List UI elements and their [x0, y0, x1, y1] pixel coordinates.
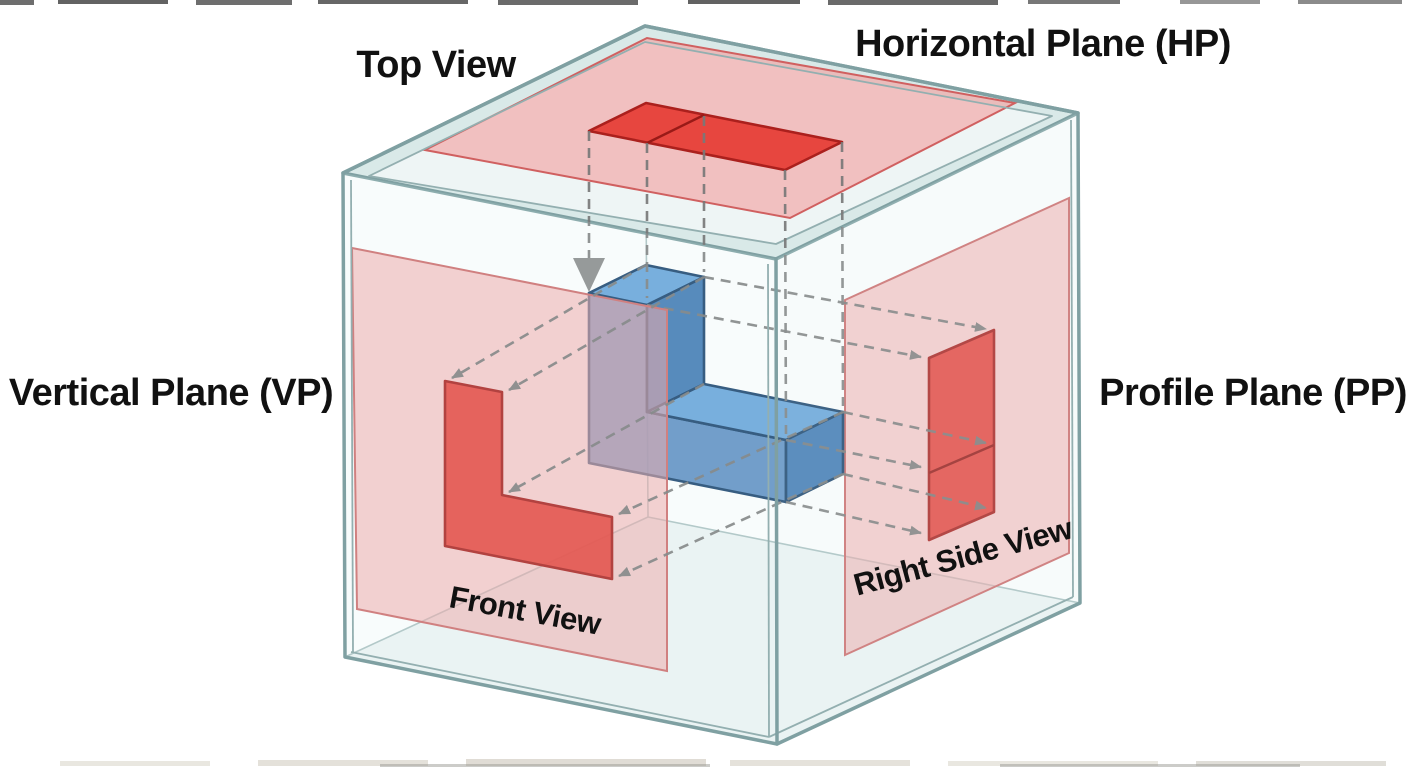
down-arrow-head: [573, 258, 605, 292]
pp-projection-rays: [646, 275, 987, 536]
glass-box-walls: [341, 24, 1082, 746]
top-edge-artifacts: [0, 0, 1402, 5]
glass-left-wall: [343, 173, 777, 744]
vertical-plane-label: Vertical Plane (VP): [9, 372, 333, 414]
profile-plane: [844, 196, 1070, 657]
hp-projection-rays: [573, 116, 845, 435]
top-view-label: Top View: [356, 44, 516, 86]
bottom-edge-artifacts: [60, 759, 1386, 767]
glass-top-inner-edge: [368, 41, 1053, 245]
front-view-projection: [443, 379, 614, 581]
vertical-plane: [350, 246, 668, 673]
right-side-view-divider: [928, 443, 995, 475]
horizontal-plane-label: Horizontal Plane (HP): [855, 23, 1231, 65]
top-view-divider: [646, 113, 705, 145]
glass-right-wall: [776, 113, 1080, 744]
vp-projection-rays: [451, 263, 844, 578]
glass-front-vertical-edge: [774, 257, 779, 746]
right-side-view-projection: [927, 328, 996, 542]
profile-plane-label: Profile Plane (PP): [1099, 372, 1407, 414]
